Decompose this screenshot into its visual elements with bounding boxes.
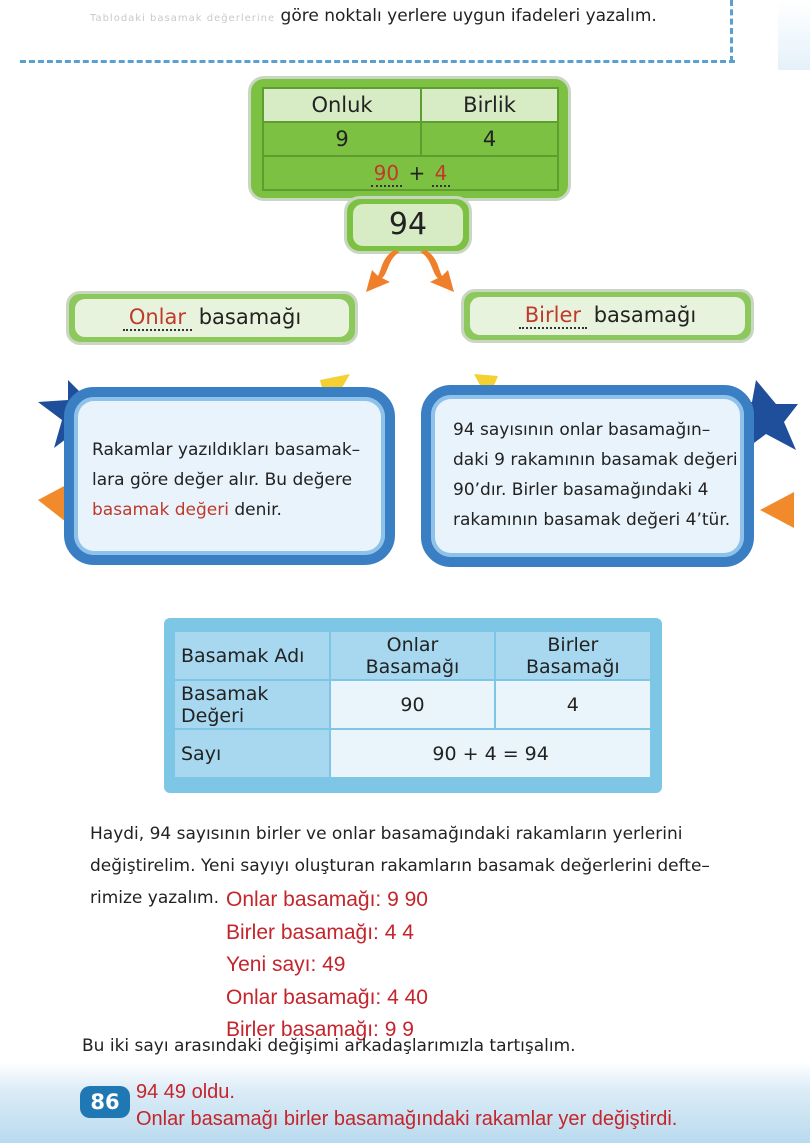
info-left-line3: basamak değeri denir.	[92, 495, 382, 525]
sum-right: 4	[431, 161, 451, 187]
table-row-number-label: Sayı	[172, 728, 332, 779]
info-right-line4: rakamının basamak değeri 4’tür.	[453, 510, 731, 530]
place-value-table: Onluk Birlik 9 4 90 + 4	[248, 76, 571, 201]
discussion-note: Bu iki sayı arasındaki değişimi arkadaşl…	[82, 1036, 576, 1056]
dashed-border-vertical	[730, 0, 733, 62]
tens-suffix: basamağı	[198, 305, 302, 329]
ones-label-box: Birler basamağı	[461, 289, 754, 343]
digit-tens: 9	[261, 121, 423, 157]
answer-line: Birler basamağı: 4 4	[226, 920, 414, 944]
info-panel-right: 94 sayısının onlar basamağın– daki 9 rak…	[421, 385, 754, 567]
number-box: 94	[344, 196, 472, 254]
value-table: Basamak Adı Onlar Basamağı Birler Basama…	[164, 618, 662, 793]
sum-left: 90	[370, 161, 403, 187]
digit-ones: 4	[420, 121, 559, 157]
answer-list: Onlar basamağı: 9 90 Birler basamağı: 4 …	[226, 884, 428, 1047]
ones-suffix: basamağı	[593, 303, 697, 327]
instruction-text: Tablodaki basamak değerlerine göre nokta…	[90, 6, 720, 26]
orange-triangle-right-icon	[760, 492, 794, 528]
orange-triangle-left-icon	[38, 484, 68, 522]
answer-line: Yeni sayı: 49	[226, 953, 346, 976]
instruction-main: göre noktalı yerlere uygun ifadeleri yaz…	[280, 6, 657, 26]
info-right-line1: 94 sayısının onlar basamağın–	[453, 420, 711, 440]
table-ones-value: 4	[493, 679, 653, 730]
answer-line: Birler basamağı: 9 9	[226, 1018, 414, 1041]
header-onluk: Onluk	[261, 87, 423, 123]
exercise-paragraph: Haydi, 94 sayısının birler ve onlar basa…	[90, 818, 730, 914]
info-panel-left: Rakamlar yazıldıkları basamak– lara göre…	[64, 387, 395, 565]
split-arrows	[366, 250, 454, 292]
right-arrow-icon	[420, 250, 454, 292]
table-row-value-label: Basamak Değeri	[172, 679, 332, 730]
sum-plus: +	[408, 161, 426, 185]
bottom-answer-line1: 94 49 oldu.	[136, 1081, 235, 1103]
table-header-ones: Birler Basamağı	[493, 630, 653, 681]
table-number-equation: 90 + 4 = 94	[329, 728, 652, 779]
answer-line: Onlar basamağı: 9 90	[226, 888, 428, 911]
table-tens-value: 90	[329, 679, 496, 730]
info-right-line2: daki 9 rakamının basamak değeri	[453, 450, 738, 470]
info-left-line1: Rakamlar yazıldıkları basamak–	[92, 440, 361, 460]
sum-row: 90 + 4	[262, 155, 559, 191]
left-arrow-icon	[366, 250, 400, 292]
paragraph-line1: Haydi, 94 sayısının birler ve onlar basa…	[90, 824, 683, 844]
ones-answer: Birler	[518, 303, 588, 329]
instruction-faded-prefix: Tablodaki basamak değerlerine	[90, 13, 276, 24]
number-value: 94	[353, 204, 463, 246]
footer-band	[0, 1062, 810, 1143]
info-left-highlight: basamak değeri	[92, 500, 229, 520]
header-birlik: Birlik	[420, 87, 559, 123]
star-right-icon	[728, 380, 798, 452]
info-left-tail: denir.	[228, 500, 282, 520]
info-left-line2: lara göre değer alır. Bu değere	[92, 470, 353, 490]
page-number: 86	[80, 1086, 130, 1118]
dashed-border	[20, 60, 735, 63]
tens-label-box: Onlar basamağı	[66, 291, 358, 345]
paragraph-line3: rimize yazalım.	[90, 888, 220, 908]
paragraph-line2: değiştirelim. Yeni sayıyı oluşturan raka…	[90, 856, 710, 876]
answer-line: Onlar basamağı: 4 40	[226, 985, 428, 1009]
page-edge-decoration	[778, 0, 810, 70]
bottom-answer-line2: Onlar basamağı birler basamağındaki raka…	[136, 1108, 678, 1130]
table-header-name: Basamak Adı	[172, 630, 332, 681]
bottom-answer: 94 49 oldu. Onlar basamağı birler basama…	[136, 1079, 677, 1133]
tens-answer: Onlar	[122, 305, 192, 331]
table-header-tens: Onlar Basamağı	[329, 630, 496, 681]
info-right-line3: 90’dır. Birler basamağındaki 4	[453, 480, 709, 500]
